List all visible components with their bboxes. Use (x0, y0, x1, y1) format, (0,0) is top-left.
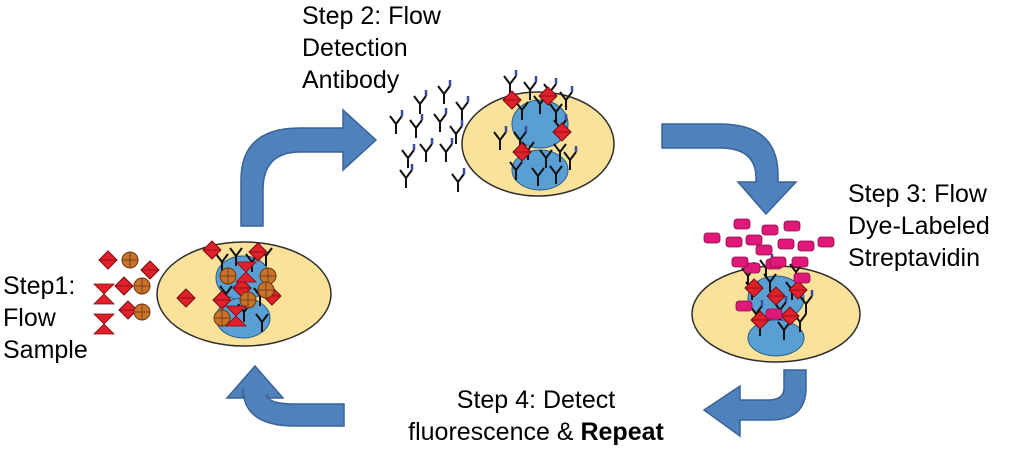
step2-line-1: Step 2: Flow (302, 2, 441, 30)
step3-label: Step 3: Flow Dye-Labeled Streptavidin (848, 178, 990, 274)
curved-arrow-step2-to-step3 (661, 123, 798, 216)
assay-well-step3 (691, 252, 861, 363)
step1-label: Step1: Flow Sample (3, 270, 88, 366)
curved-arrow-step3-to-step4 (702, 369, 807, 438)
step4-repeat-emphasis: Repeat (580, 418, 664, 446)
step2-line-3: Antibody (302, 66, 400, 94)
step1-line-3: Sample (3, 336, 88, 364)
step4-line-2: fluorescence & Repeat (386, 416, 686, 448)
curved-arrow-step4-to-step1 (225, 364, 345, 427)
sample-analyte-icon (93, 250, 160, 335)
step2-label: Step 2: Flow Detection Antibody (302, 0, 441, 96)
step1-line-2: Flow (3, 304, 56, 332)
step4-label: Step 4: Detect fluorescence & Repeat (386, 384, 686, 448)
step3-line-1: Step 3: Flow (848, 180, 987, 208)
step4-line-1: Step 4: Detect (456, 386, 616, 414)
step1-line-1: Step1: (3, 272, 76, 300)
step2-line-2: Detection (302, 34, 408, 62)
step3-line-2: Dye-Labeled (848, 212, 990, 240)
curved-arrow-step1-to-step2 (240, 108, 378, 227)
detection-antibody-icon (388, 78, 470, 194)
step3-line-3: Streptavidin (848, 244, 981, 272)
assay-well-step2 (461, 68, 615, 197)
step4-line-2-text: fluorescence & (408, 418, 581, 446)
assay-well-step1 (156, 240, 332, 347)
